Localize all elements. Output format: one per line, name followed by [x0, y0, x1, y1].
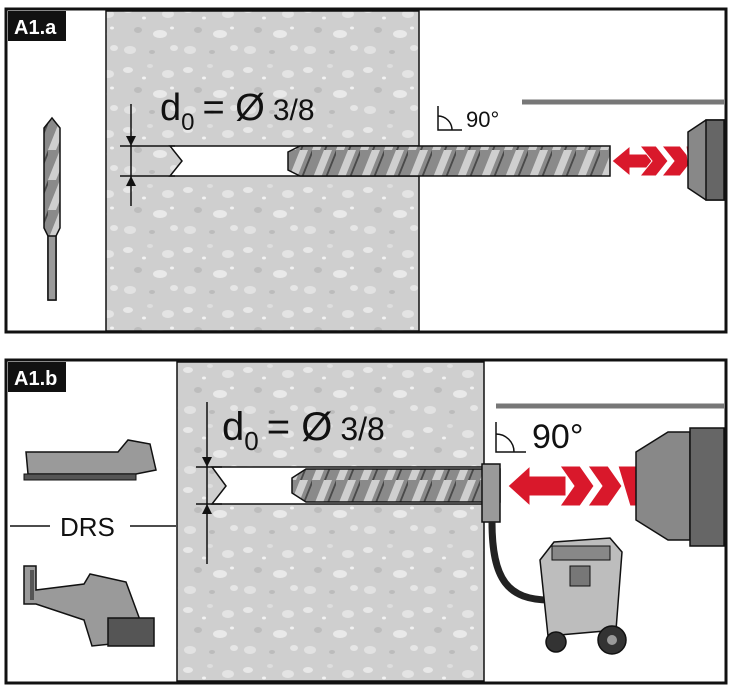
dimension-marker-a [120, 104, 175, 206]
dimension-marker-b [196, 402, 222, 564]
vacuum-cleaner [539, 537, 627, 655]
hammer-drill-b [635, 427, 725, 547]
panel-b-tag: A1.b [14, 368, 57, 390]
hammer-arrows-b [507, 464, 661, 508]
angle-symbol-a [437, 106, 462, 131]
drs-shroud-icon [23, 439, 157, 481]
drill-bit-a [287, 145, 611, 177]
drs-module-icon [23, 565, 155, 647]
concrete-block-b [176, 361, 485, 682]
angle-label-b: 90° [532, 418, 583, 456]
panel-a-tag-bg [8, 11, 66, 41]
angle-label-a: 90° [466, 107, 499, 132]
drill-bit-b [291, 468, 501, 503]
hammer-drill-a [687, 119, 725, 201]
dust-shroud [481, 463, 501, 523]
vacuum-hose [488, 521, 551, 604]
drill-bit-icon [43, 116, 61, 301]
panel-a-tag: A1.a [14, 17, 57, 39]
angle-symbol-b [495, 422, 526, 453]
drs-label: DRS [60, 512, 115, 542]
panel-b-tag-bg [8, 362, 66, 392]
